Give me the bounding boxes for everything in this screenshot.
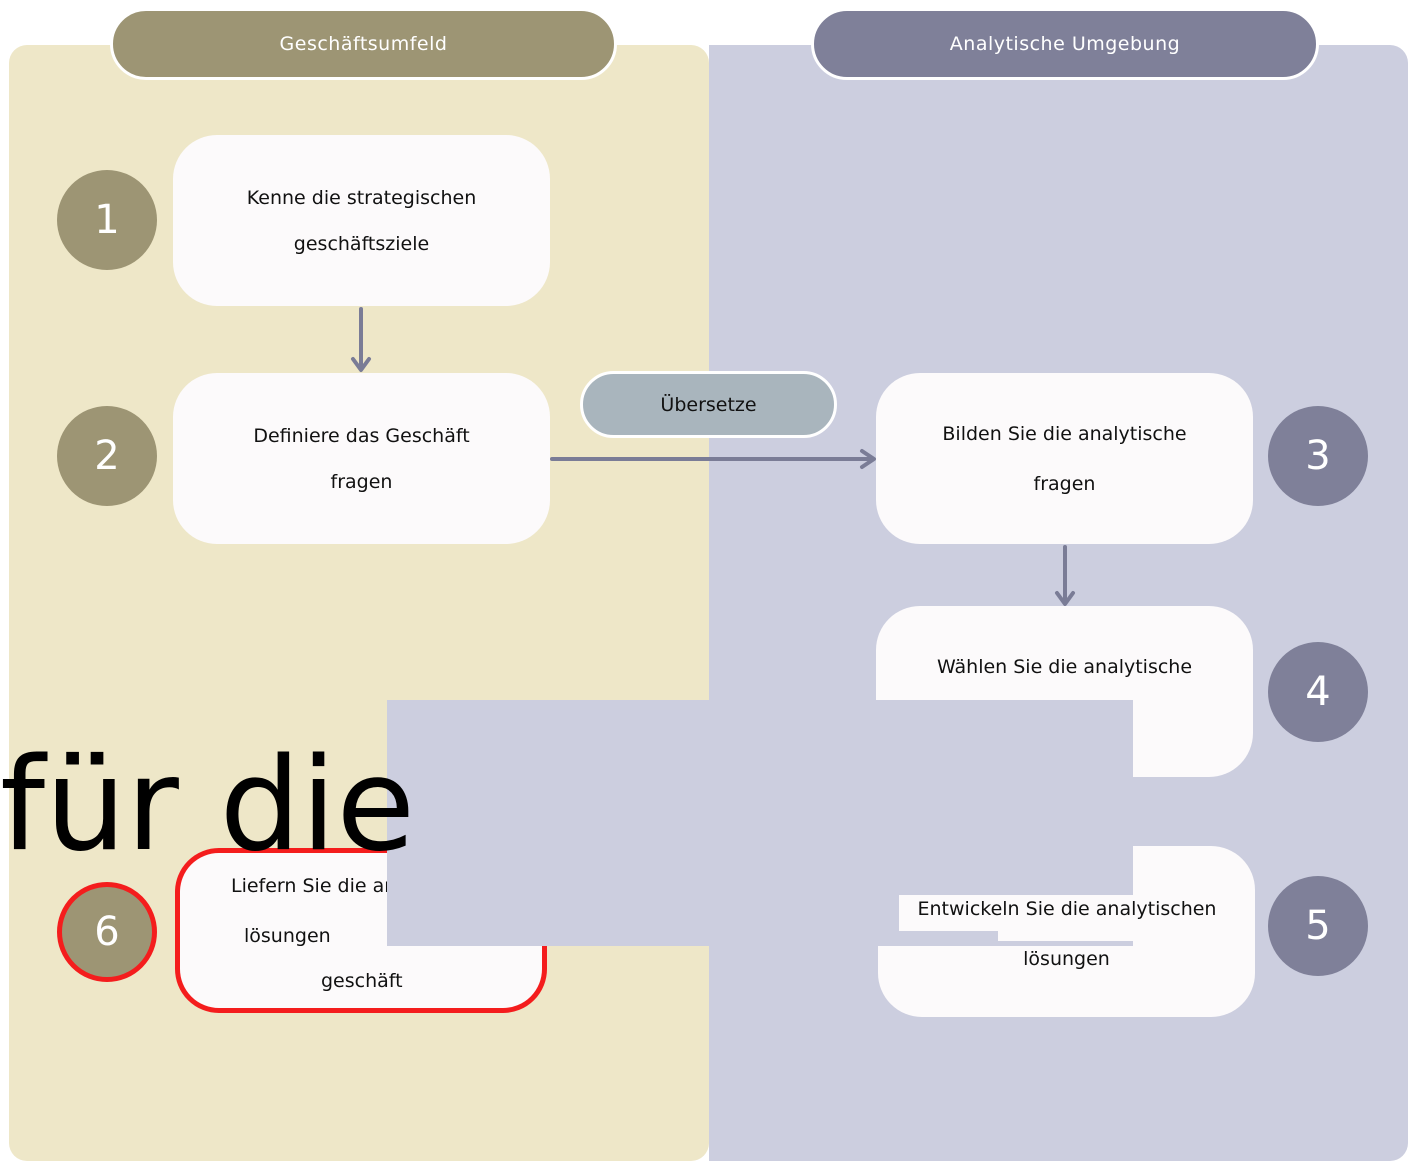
arrow-1-to-2-head bbox=[351, 357, 371, 372]
step-4-line-1: Wählen Sie die analytische bbox=[936, 656, 1193, 678]
translate-label: Übersetze bbox=[580, 371, 837, 438]
step-4-number-badge: 4 bbox=[1268, 642, 1368, 742]
overlay-white-patch-small bbox=[998, 931, 1133, 941]
overlay-white-patch bbox=[899, 895, 1133, 931]
step-3-number-badge: 3 bbox=[1268, 406, 1368, 506]
step-3-line-2: fragen bbox=[1033, 472, 1096, 495]
step-2-box: Definiere das Geschäft fragen bbox=[173, 373, 550, 544]
step-1-line-2: geschäftsziele bbox=[293, 232, 430, 255]
business-environment-header: Geschäftsumfeld bbox=[110, 8, 617, 80]
step-6-line-1: Liefern Sie die ar bbox=[231, 875, 393, 897]
step-2-number-badge: 2 bbox=[57, 406, 157, 506]
step-1-box: Kenne die strategischen geschäftsziele bbox=[173, 135, 550, 306]
step-5-line-1-overlay: Entwickeln Sie die analytischen bbox=[917, 898, 1217, 920]
arrow-2-to-3-head bbox=[860, 449, 876, 469]
step-5-line-2: lösungen bbox=[1023, 948, 1110, 970]
step-3-box: Bilden Sie die analytische fragen bbox=[876, 373, 1253, 544]
step-2-line-2: fragen bbox=[330, 470, 393, 493]
step-2-line-1: Definiere das Geschäft bbox=[253, 424, 470, 447]
analytics-environment-header: Analytische Umgebung bbox=[811, 8, 1319, 80]
step-1-number-badge: 1 bbox=[57, 170, 157, 270]
step-1-line-1: Kenne die strategischen bbox=[246, 186, 477, 209]
step-5-number-badge: 5 bbox=[1268, 876, 1368, 976]
arrow-3-to-4-head bbox=[1055, 591, 1075, 606]
step-6-number-badge: 6 bbox=[57, 882, 157, 982]
step-6-line-3: geschäft bbox=[321, 970, 403, 992]
overlay-large-text: für die bbox=[0, 731, 416, 880]
step-6-line-2: lösungen bbox=[244, 925, 331, 947]
step-3-line-1: Bilden Sie die analytische bbox=[942, 422, 1187, 445]
